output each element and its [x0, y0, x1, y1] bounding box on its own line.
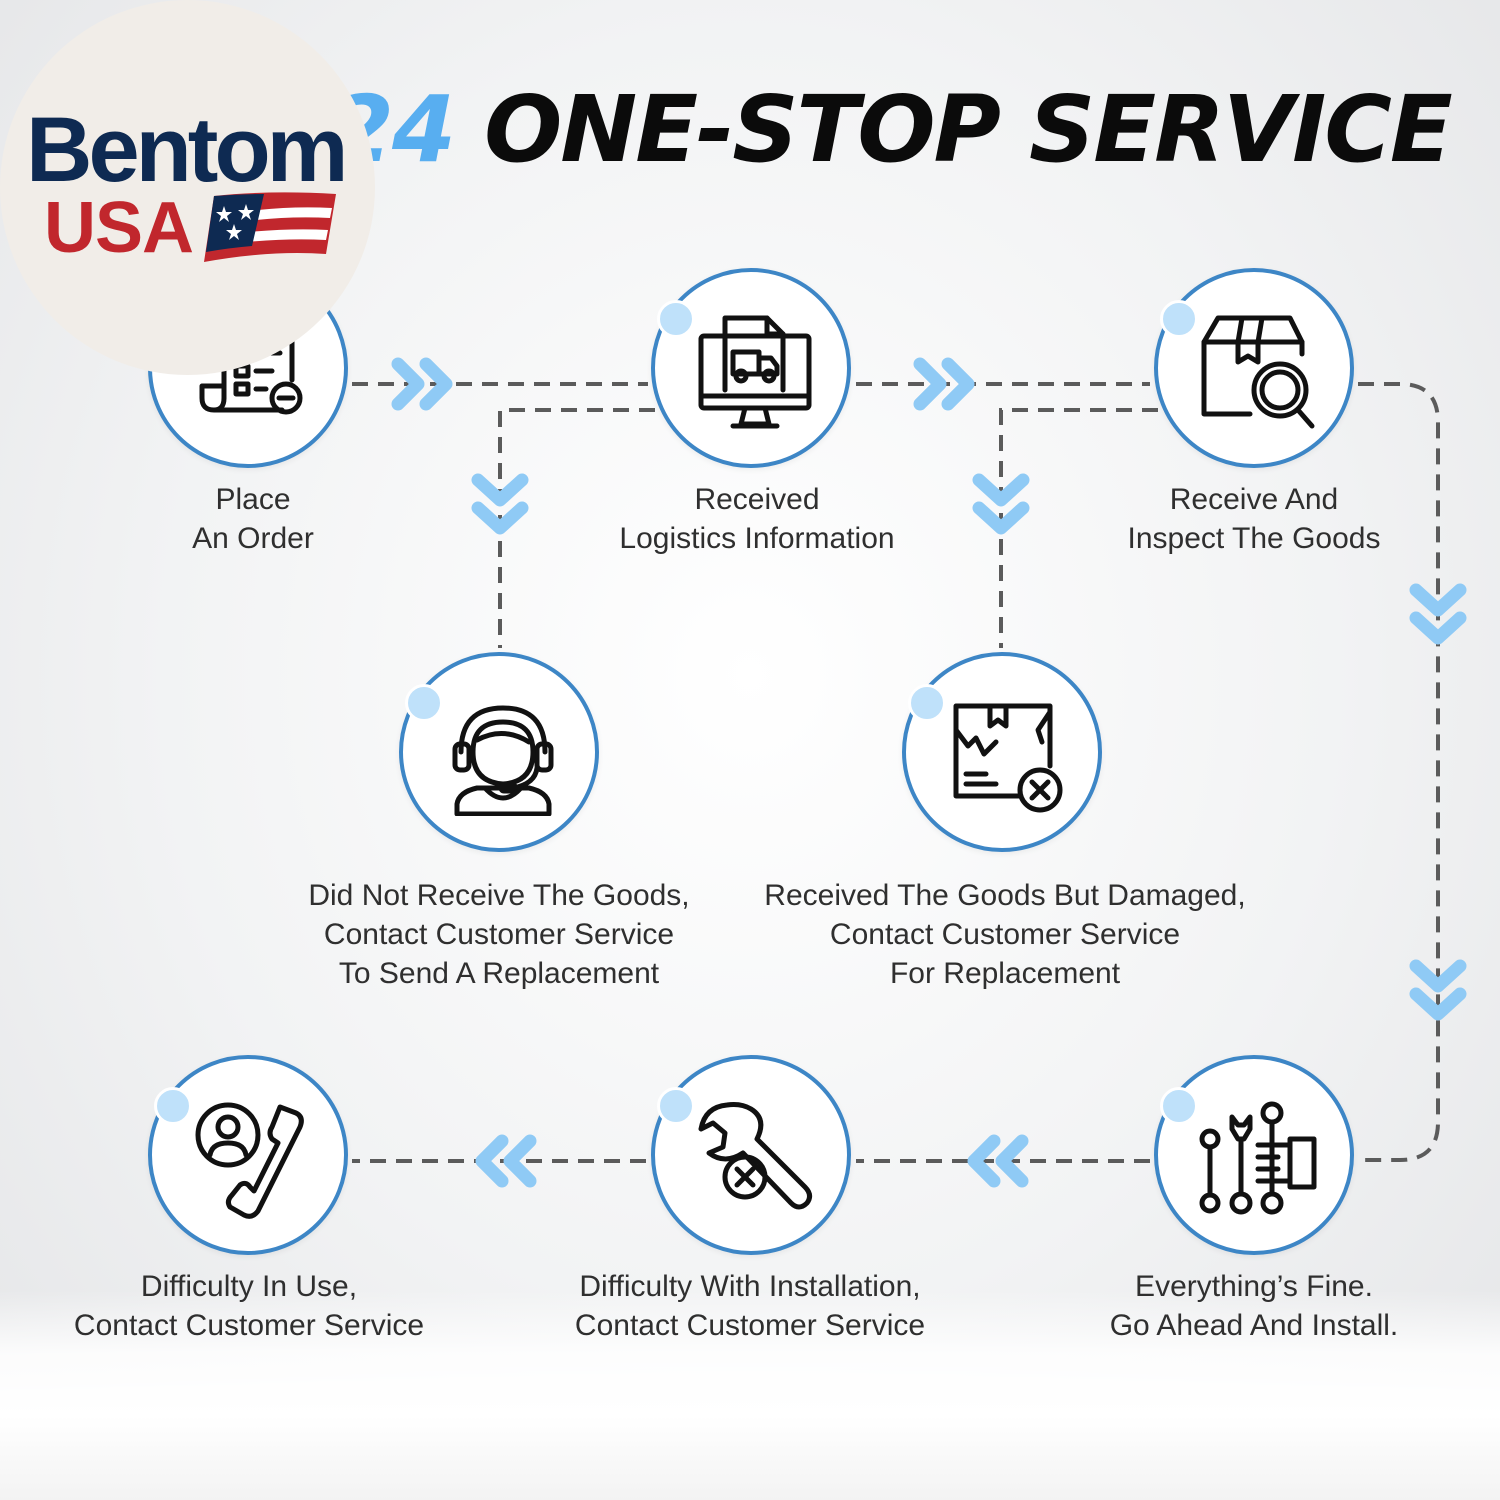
label-line: Received The Goods But Damaged, — [764, 879, 1246, 912]
label-line: Contact Customer Service — [829, 918, 1181, 951]
label-line: Contact Customer Service — [73, 1309, 425, 1342]
step-dot — [1160, 300, 1198, 338]
label-line: Everything’s Fine. — [1135, 1270, 1373, 1303]
chevron-left-icon — [475, 1134, 537, 1188]
label-line: Difficulty With Installation, — [579, 1270, 921, 1303]
label-line: An Order — [192, 522, 314, 555]
chevron-right-icon — [913, 357, 975, 411]
step-difficulty-install-label: Difficulty With Installation, Contact Cu… — [575, 1267, 925, 1345]
chevron-right-icon — [391, 357, 453, 411]
step-logistics-info — [651, 268, 851, 468]
step-dot — [657, 1087, 695, 1125]
page-title: 24 ONE-STOP SERVICE — [330, 70, 1453, 190]
step-install — [1154, 1055, 1354, 1255]
step-damaged-label: Received The Goods But Damaged, Contact … — [764, 876, 1245, 993]
step-difficulty-use — [148, 1055, 348, 1255]
chevron-down-icon — [471, 473, 529, 535]
tools-icon — [1199, 1101, 1317, 1215]
step-dot — [154, 1087, 192, 1125]
title-text: ONE-STOP SERVICE — [484, 76, 1453, 183]
damaged-box-icon — [953, 703, 1063, 813]
step-dot — [405, 684, 443, 722]
label-line: Go Ahead And Install. — [1109, 1309, 1399, 1342]
step-not-received — [399, 652, 599, 852]
label-line: Received — [694, 483, 820, 516]
label-line: Did Not Receive The Goods, — [308, 879, 690, 912]
step-dot — [1160, 1087, 1198, 1125]
brand-logo: Bentom USA — [0, 0, 375, 375]
delivery-truck-monitor-icon — [698, 315, 812, 429]
step-install-label: Everything’s Fine. Go Ahead And Install. — [1110, 1267, 1399, 1345]
step-damaged — [902, 652, 1102, 852]
label-line: Inspect The Goods — [1127, 522, 1381, 555]
label-line: Difficulty In Use, — [140, 1270, 358, 1303]
step-not-received-label: Did Not Receive The Goods, Contact Custo… — [308, 876, 689, 993]
brand-name: Bentom — [26, 99, 348, 201]
step-dot — [908, 684, 946, 722]
label-line: Place — [215, 483, 291, 516]
label-line: To Send A Replacement — [338, 957, 660, 990]
chevron-down-icon — [972, 473, 1030, 535]
step-place-order-label: Place An Order — [192, 480, 314, 558]
chevron-left-icon — [967, 1134, 1029, 1188]
label-line: Contact Customer Service — [574, 1309, 926, 1342]
step-difficulty-install — [651, 1055, 851, 1255]
label-line: Logistics Information — [619, 522, 895, 555]
label-line: For Replacement — [889, 957, 1121, 990]
wrench-error-icon — [698, 1102, 813, 1210]
step-inspect-goods — [1154, 268, 1354, 468]
step-dot — [657, 300, 695, 338]
step-difficulty-use-label: Difficulty In Use, Contact Customer Serv… — [74, 1267, 424, 1345]
floor-reflection — [0, 1290, 1500, 1500]
label-line: Contact Customer Service — [323, 918, 675, 951]
brand-country: USA — [44, 188, 194, 268]
label-line: Receive And — [1169, 483, 1339, 516]
chevron-down-icon — [1409, 959, 1467, 1021]
box-inspect-icon — [1201, 315, 1315, 429]
chevron-down-icon — [1409, 583, 1467, 645]
phone-contact-icon — [195, 1102, 304, 1219]
us-flag-icon — [204, 192, 336, 262]
step-logistics-info-label: Received Logistics Information — [619, 480, 894, 558]
step-inspect-goods-label: Receive And Inspect The Goods — [1128, 480, 1381, 558]
customer-service-headset-icon — [452, 705, 554, 816]
